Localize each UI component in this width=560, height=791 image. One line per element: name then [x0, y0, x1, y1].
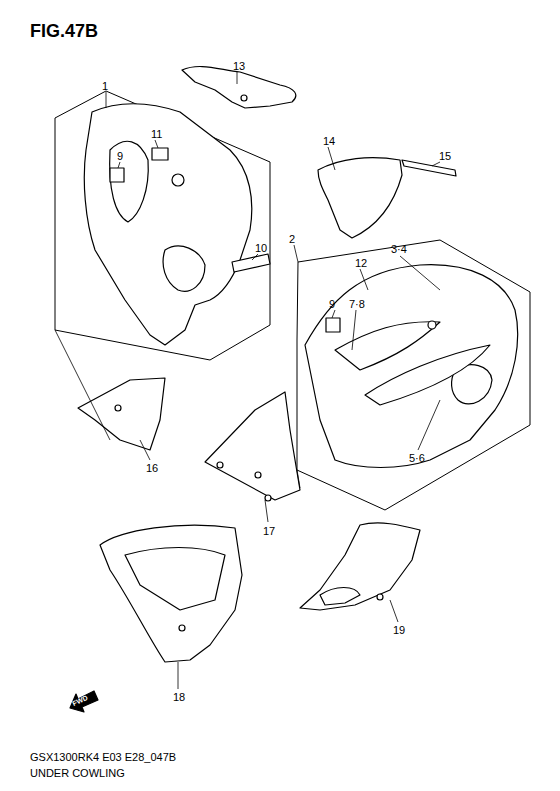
inner-cover	[318, 158, 402, 238]
cowling-opening	[163, 246, 205, 291]
forward-arrow	[70, 691, 98, 712]
fastener	[428, 321, 436, 329]
callout-number: 15	[438, 150, 452, 163]
callout-number: 18	[172, 691, 186, 704]
cushion	[232, 254, 270, 272]
fastener	[115, 405, 121, 411]
callout-number: 19	[392, 624, 406, 637]
under-cowling-right	[305, 265, 518, 468]
callout-number: 16	[145, 462, 159, 475]
figure-caption: UNDER COWLING	[30, 768, 125, 779]
inner-panel	[205, 392, 300, 500]
callout-number: 13	[232, 60, 246, 73]
group-box	[297, 240, 530, 510]
callout-number: 9	[328, 298, 336, 311]
leader-lines	[55, 72, 440, 689]
callout-number: 14	[322, 135, 336, 148]
lower-cowling-left	[100, 525, 242, 662]
callout-number: 17	[262, 525, 276, 538]
decal	[110, 168, 124, 182]
callout-number: 7·8	[348, 298, 366, 311]
fastener	[179, 625, 185, 631]
figure-title: FIG.47B	[30, 22, 98, 40]
callout-number: 10	[254, 242, 268, 255]
callout-number: 12	[354, 257, 368, 270]
bracket	[182, 67, 296, 108]
decal	[152, 148, 168, 160]
group-box	[55, 91, 270, 360]
cowling-opening	[110, 141, 149, 222]
under-cowling-left	[84, 104, 252, 345]
callout-number: 2	[288, 233, 296, 246]
cowling-opening	[125, 548, 225, 611]
decal-stripe	[335, 322, 440, 370]
decal	[326, 318, 340, 332]
cowling-opening	[320, 588, 360, 606]
callout-number: 11	[150, 128, 163, 141]
trim-strip	[402, 160, 456, 176]
fastener	[172, 174, 184, 186]
lower-cowling-center	[300, 523, 420, 610]
fastener	[241, 95, 247, 101]
inner-panel	[78, 378, 165, 450]
callout-number: 5·6	[408, 452, 426, 465]
figure-code: GSX1300RK4 E03 E28_047B	[30, 752, 176, 763]
callout-number: 9	[116, 150, 124, 163]
callout-number: 3·4	[390, 243, 408, 256]
decal-stripe	[365, 345, 490, 405]
fastener	[377, 594, 383, 600]
callout-number: 1	[101, 80, 109, 93]
